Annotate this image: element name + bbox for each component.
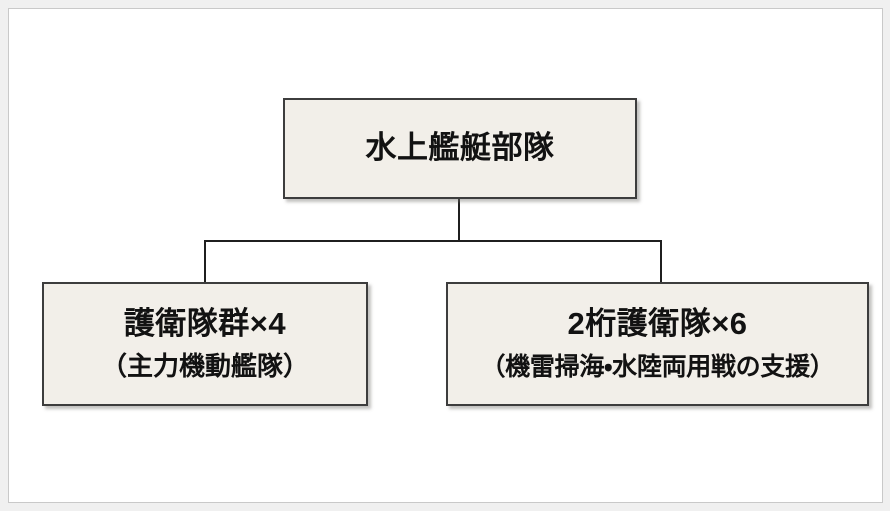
node-escort-flotilla-subtitle: （主力機動艦隊）	[100, 351, 309, 382]
node-escort-division-subtitle: （機雷掃海・水陸両用戦の支援）	[480, 352, 835, 381]
node-surface-fleet-title: 水上艦艇部隊	[365, 130, 555, 166]
connector-drop-right	[660, 240, 662, 284]
slide-frame: 水上艦艇部隊 護衛隊群×4 （主力機動艦隊） 2桁護衛隊×6 （機雷掃海・水陸両…	[8, 8, 883, 503]
node-surface-fleet[interactable]: 水上艦艇部隊	[283, 98, 637, 199]
connector-drop-left	[204, 240, 206, 284]
node-escort-division-title: 2桁護衛隊×6	[567, 306, 748, 342]
node-escort-division[interactable]: 2桁護衛隊×6 （機雷掃海・水陸両用戦の支援）	[446, 282, 869, 406]
node-escort-flotilla-title: 護衛隊群×4	[123, 305, 287, 341]
node-escort-flotilla[interactable]: 護衛隊群×4 （主力機動艦隊）	[42, 282, 368, 406]
connector-horizontal-bar	[204, 240, 662, 242]
connector-stem-root	[458, 198, 460, 242]
